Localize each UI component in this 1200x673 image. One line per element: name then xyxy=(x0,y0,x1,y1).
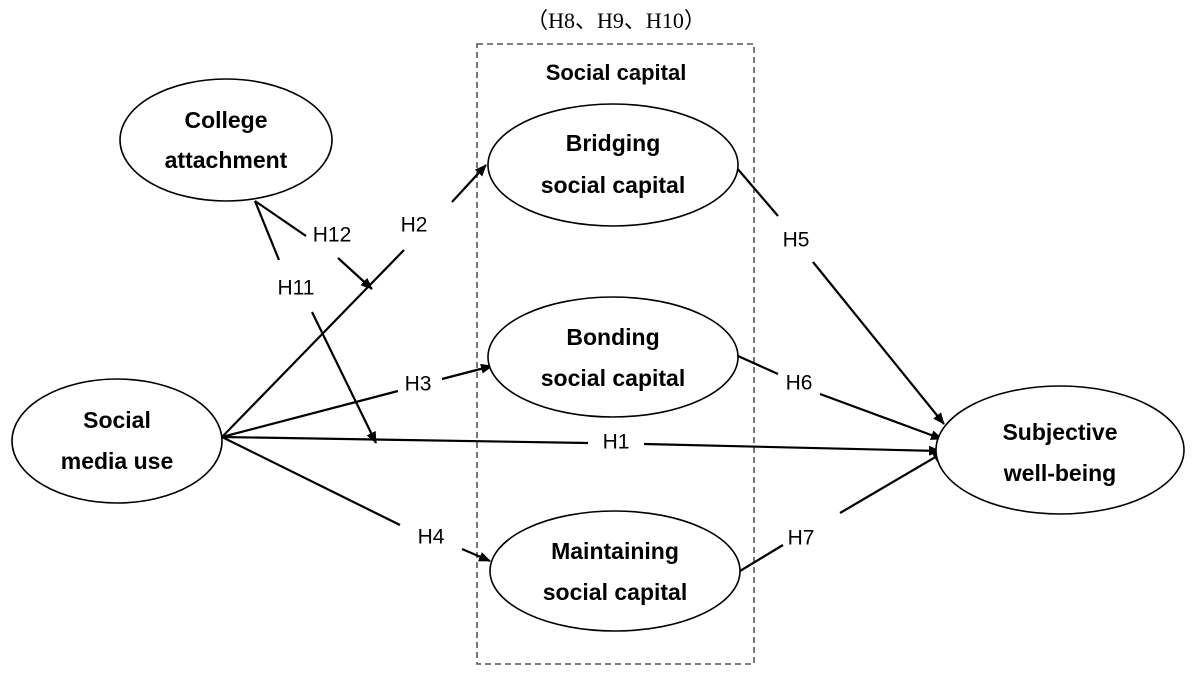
edge-h3-arrow xyxy=(441,363,493,381)
edge-labels: H1 H2 H3 H4 H5 H6 H7 H11 H12 xyxy=(278,214,815,550)
edge-h5 xyxy=(735,166,779,217)
bridging-social-capital-label-line1: Bridging xyxy=(566,130,661,156)
edge-h11 xyxy=(253,200,281,261)
edge-h2 xyxy=(221,249,405,438)
node-maintaining-social-capital: Maintaining social capital xyxy=(489,510,741,632)
edges xyxy=(221,164,945,572)
edge-h4-arrow xyxy=(461,547,491,563)
college-attachment-label-line1: College xyxy=(184,107,267,133)
edge-h11-arrow xyxy=(311,311,377,444)
edge-h7-arrow xyxy=(839,451,945,514)
college-attachment-label-line2: attachment xyxy=(165,147,288,173)
social-media-use-label-line2: media use xyxy=(61,448,174,474)
node-bridging-social-capital: Bridging social capital xyxy=(487,103,739,227)
maintaining-social-capital-label-line1: Maintaining xyxy=(551,538,679,564)
edge-h3 xyxy=(221,389,399,439)
edge-label-h5: H5 xyxy=(783,229,810,252)
edge-h7 xyxy=(739,544,784,572)
bonding-social-capital-ellipse xyxy=(487,296,739,418)
bonding-social-capital-label-line2: social capital xyxy=(541,365,685,391)
edge-h2-arrow xyxy=(451,164,487,203)
edge-label-h4: H4 xyxy=(418,526,445,549)
edge-h12 xyxy=(254,200,307,237)
node-college-attachment: College attachment xyxy=(119,78,333,202)
maintaining-social-capital-label-line2: social capital xyxy=(543,579,687,605)
subjective-well-being-label-line2: well-being xyxy=(1003,460,1116,486)
edge-label-h3: H3 xyxy=(405,373,432,396)
subjective-well-being-label-line1: Subjective xyxy=(1002,419,1117,445)
bridging-social-capital-label-line2: social capital xyxy=(541,172,685,198)
edge-label-h6: H6 xyxy=(786,372,813,395)
social-capital-group: （H8、H9、H10） Social capital xyxy=(476,8,755,665)
subjective-well-being-ellipse xyxy=(935,385,1185,515)
edge-label-h11: H11 xyxy=(278,277,315,300)
social-media-use-label-line1: Social xyxy=(83,407,151,433)
mediation-hypotheses-label: （H8、H9、H10） xyxy=(526,8,706,33)
edge-h5-arrow xyxy=(812,261,945,425)
social-capital-group-title: Social capital xyxy=(546,60,687,85)
node-bonding-social-capital: Bonding social capital xyxy=(487,296,739,418)
edge-h6-arrow xyxy=(819,392,943,441)
edge-label-h1: H1 xyxy=(603,431,630,454)
edge-h1 xyxy=(221,435,589,445)
bonding-social-capital-label-line1: Bonding xyxy=(566,324,659,350)
node-social-media-use: Social media use xyxy=(11,378,223,504)
edge-label-h7: H7 xyxy=(788,527,815,550)
edge-h4 xyxy=(221,436,401,526)
college-attachment-ellipse xyxy=(119,78,333,202)
edge-h1-arrow xyxy=(643,442,941,456)
edge-label-h12: H12 xyxy=(313,224,352,247)
bridging-social-capital-ellipse xyxy=(487,103,739,227)
edge-label-h2: H2 xyxy=(401,214,428,237)
social-capital-group-box xyxy=(476,43,755,665)
edge-h12-arrow xyxy=(337,257,373,290)
node-subjective-well-being: Subjective well-being xyxy=(935,385,1185,515)
maintaining-social-capital-ellipse xyxy=(489,510,741,632)
edge-h6 xyxy=(737,354,779,376)
social-media-use-ellipse xyxy=(11,378,223,504)
